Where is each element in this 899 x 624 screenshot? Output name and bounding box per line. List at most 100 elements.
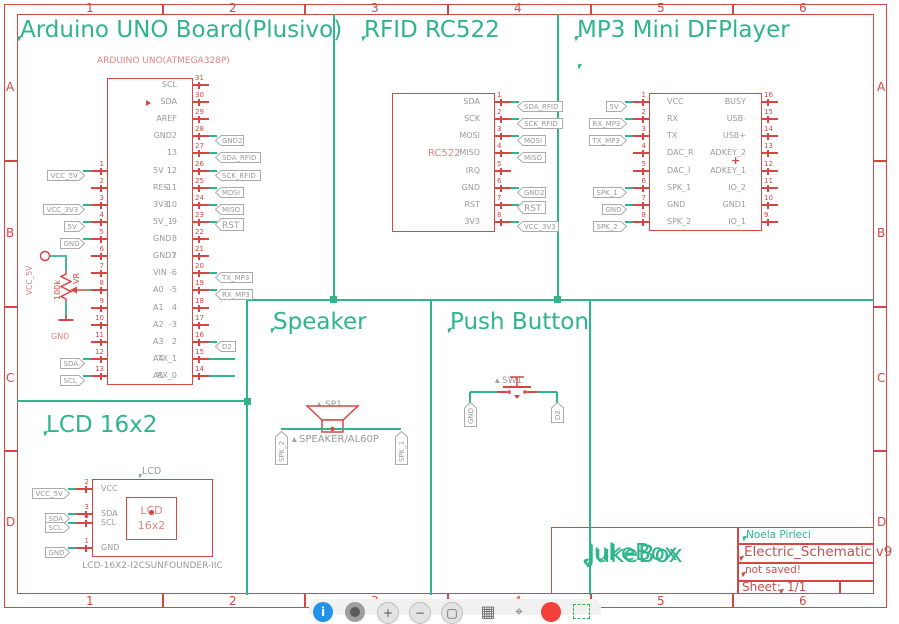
net-flag-VCC_5V[interactable]: VCC_5V [32,484,71,499]
wire[interactable] [625,101,633,103]
wire[interactable] [625,118,633,120]
net-flag-TX_MP3[interactable]: TX_MP3 [214,268,253,283]
rfid-pin-7[interactable] [495,204,511,206]
section-divider[interactable] [430,299,432,595]
rfid-component-box[interactable] [392,93,495,232]
mp3-pin-13[interactable] [762,152,778,154]
arduino-pin-7[interactable] [91,272,107,274]
arduino-pin-26[interactable] [193,170,209,172]
wire[interactable] [68,513,76,515]
wire[interactable] [511,187,519,189]
net-flag-5V[interactable]: 5V [606,97,628,112]
net-flag-SPK_1[interactable]: SPK_1 [394,430,408,465]
net-flag-GND[interactable]: GND [45,543,71,558]
net-flag-SPK_2[interactable]: SPK_2 [593,217,628,232]
rfid-pin-3[interactable] [495,135,511,137]
net-flag-GND2[interactable]: GND2 [516,183,546,198]
mp3-pin-15[interactable] [762,118,778,120]
net-flag-TX_MP3[interactable]: TX_MP3 [589,131,628,146]
selection-box-icon[interactable] [573,604,590,619]
wire[interactable] [511,101,519,103]
net-flag-D2[interactable]: D2 [550,401,564,423]
arduino-pin-20[interactable] [193,272,209,274]
wire[interactable] [209,375,235,377]
rfid-pin-8[interactable] [495,221,511,223]
arduino-pin-5[interactable] [91,238,107,240]
section-title-lcd[interactable]: LCD 16x2 [46,412,158,438]
wire[interactable] [83,170,91,172]
section-title-rfid[interactable]: RFID RC522 [364,17,500,43]
section-title-jukebox[interactable]: JukeBox [587,540,678,566]
wire[interactable] [625,204,633,206]
net-flag-SCK_RFID[interactable]: SCK_RFID [516,114,563,129]
wire[interactable] [209,272,217,274]
arduino-pin-24[interactable] [193,204,209,206]
section-divider[interactable] [17,400,247,402]
net-flag-SCK_RFID[interactable]: SCK_RFID [214,166,261,181]
rfid-pin-4[interactable] [495,152,511,154]
arduino-pin-12[interactable] [91,358,107,360]
rfid-pin-2[interactable] [495,118,511,120]
net-flag-RST[interactable]: RST [516,199,546,214]
mp3-pin-1[interactable] [633,101,649,103]
wire[interactable] [68,522,76,524]
net-flag-RST[interactable]: RST [214,216,244,231]
net-flag-SPK_2[interactable]: SPK_2 [274,430,288,465]
arduino-pin-1[interactable] [91,170,107,172]
net-flag-MISO[interactable]: MISO [214,200,244,215]
net-flag-VCC_3V3[interactable]: VCC_3V3 [516,217,559,232]
mp3-pin-10[interactable] [762,204,778,206]
arduino-pin-16[interactable] [193,341,209,343]
section-divider[interactable] [557,14,559,300]
section-divider[interactable] [589,299,591,595]
wire[interactable] [209,187,217,189]
document-name-text[interactable]: Electric_Schematic v9 [744,544,893,560]
zoom-in-icon[interactable]: + [377,602,399,624]
info-icon[interactable]: i [313,602,333,622]
wire[interactable] [511,152,519,154]
wire[interactable] [511,118,519,120]
net-flag-SPK_1[interactable]: SPK_1 [593,183,628,198]
lcd-pin-4[interactable] [76,522,92,524]
net-flag-GND2[interactable]: GND2 [214,131,244,146]
wire[interactable] [68,488,76,490]
arduino-pin-15[interactable] [193,358,209,360]
arduino-pin-4[interactable] [91,221,107,223]
section-title-arduino[interactable]: Arduino UNO Board(Plusivo) [20,17,343,43]
arduino-pin-31[interactable] [193,84,209,86]
section-title-mp3[interactable]: MP3 Mini DFPlayer [577,17,790,43]
arduino-pin-3[interactable] [91,204,107,206]
crosshair-icon[interactable]: ⌖ [515,604,523,620]
wire[interactable] [511,221,519,223]
mp3-pin-5[interactable] [633,170,649,172]
net-flag-SDA_RFID[interactable]: SDA_RFID [516,97,563,112]
wire[interactable] [209,204,217,206]
mp3-component-box[interactable] [649,93,762,231]
net-flag-MISO[interactable]: MISO [516,148,546,163]
net-flag-VCC_5V[interactable]: VCC_5V [47,166,86,181]
wire[interactable] [209,289,217,291]
lcd-pin-2[interactable] [76,488,92,490]
mp3-pin-3[interactable] [633,135,649,137]
wire[interactable] [209,358,235,360]
wire[interactable] [209,152,217,154]
arduino-pin-13[interactable] [91,375,107,377]
contrast-icon[interactable] [345,602,365,622]
push-button-symbol[interactable]: SW1 [458,370,573,404]
net-flag-RX_MP3[interactable]: RX_MP3 [214,285,253,300]
lcd-pin-3[interactable] [76,513,92,515]
mp3-pin-2[interactable] [633,118,649,120]
arduino-pin-21[interactable] [193,255,209,257]
arduino-pin-23[interactable] [193,221,209,223]
arduino-pin-22[interactable] [193,238,209,240]
arduino-pin-9[interactable] [91,307,107,309]
mp3-pin-12[interactable] [762,170,778,172]
rfid-pin-6[interactable] [495,187,511,189]
net-flag-5V[interactable]: 5V [64,217,86,232]
wire[interactable] [209,170,217,172]
net-flag-SCL[interactable]: SCL [60,371,86,386]
net-flag-D2[interactable]: D2 [214,337,236,352]
